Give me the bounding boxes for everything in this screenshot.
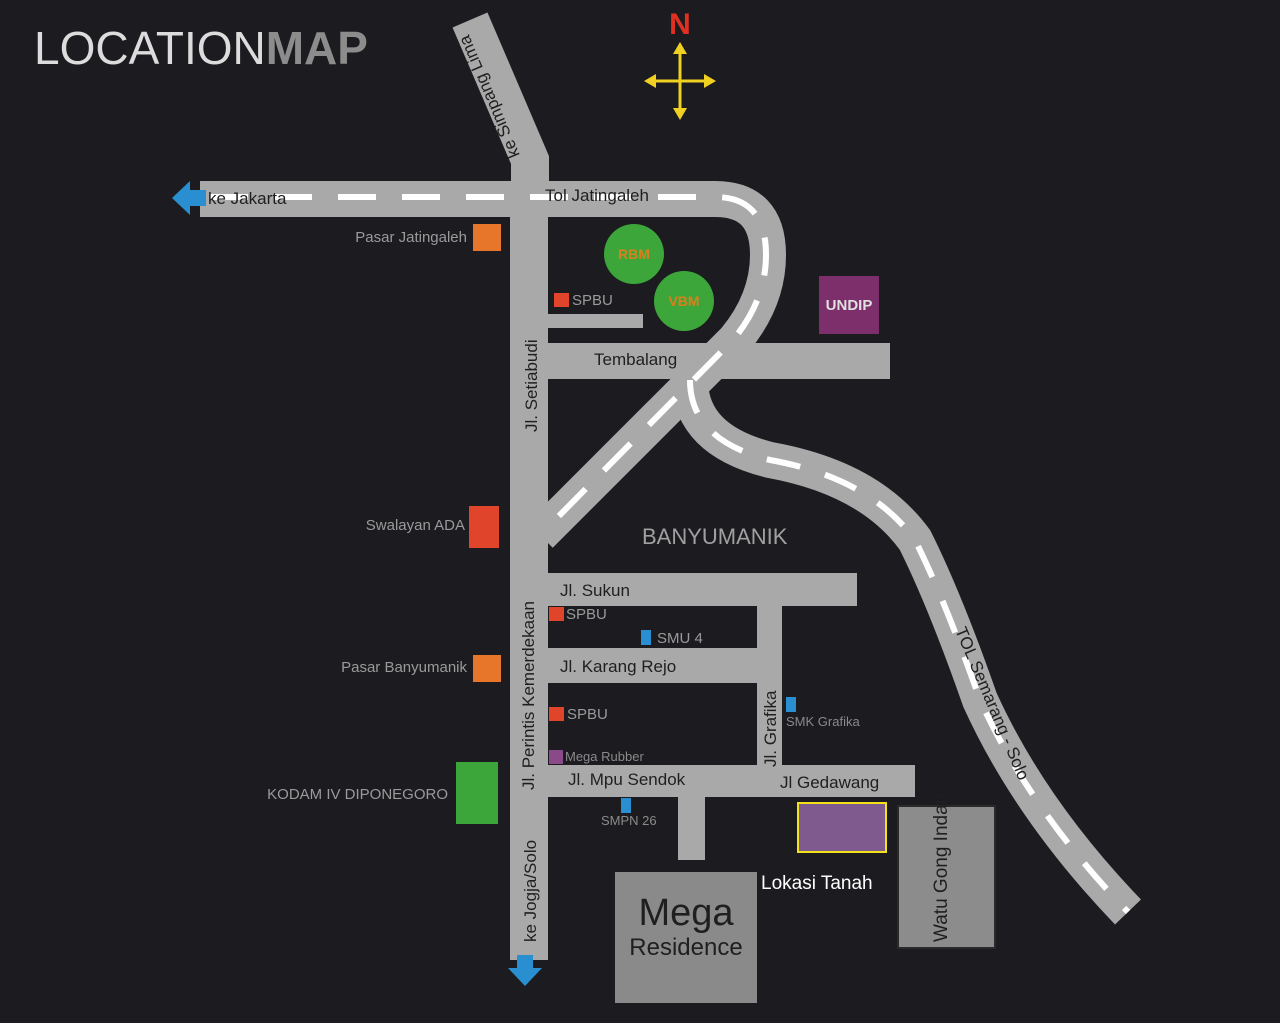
label-spbu-1: SPBU	[572, 292, 613, 309]
label-watu-gong: Watu Gong Indah	[931, 794, 952, 942]
arrow-left-icon	[172, 181, 206, 215]
road-tembalang	[548, 343, 890, 379]
compass-icon: N	[644, 8, 716, 120]
label-mpu-sendok: Jl. Mpu Sendok	[568, 770, 686, 789]
area-banyumanik: BANYUMANIK	[642, 524, 788, 549]
road-stub	[548, 314, 643, 328]
marker-spbu-2	[549, 607, 564, 621]
label-grafika: Jl. Grafika	[761, 690, 780, 767]
label-residence: Residence	[629, 934, 742, 961]
marker-smpn26	[621, 798, 631, 813]
block-mega-residence	[615, 872, 757, 1003]
marker-undip	[819, 276, 879, 334]
marker-smu4	[641, 630, 651, 645]
label-tembalang: Tembalang	[594, 350, 677, 369]
label-spbu-3: SPBU	[567, 706, 608, 723]
label-smk-grafika: SMK Grafika	[786, 714, 860, 729]
marker-spbu-3	[549, 707, 564, 721]
label-spbu-2: SPBU	[566, 606, 607, 623]
label-swalayan-ada: Swalayan ADA	[366, 517, 465, 534]
road-stub-south	[678, 797, 705, 860]
marker-pasar-jatingaleh	[473, 224, 501, 251]
marker-smk-grafika	[786, 697, 796, 712]
label-pasar-jatingaleh: Pasar Jatingaleh	[355, 229, 467, 246]
marker-spbu-1	[554, 293, 569, 307]
marker-kodam	[456, 762, 498, 824]
label-perintis: Jl. Perintis Kemerdekaan	[519, 601, 538, 790]
label-sukun: Jl. Sukun	[560, 581, 630, 600]
marker-mega-rubber	[549, 750, 563, 764]
map-title: LOCATIONMAP	[34, 22, 368, 74]
marker-rbm	[604, 224, 664, 284]
label-vbm: VBM	[668, 293, 699, 309]
svg-text:N: N	[669, 8, 691, 41]
road-sukun	[548, 573, 857, 606]
label-setiabudi: Jl. Setiabudi	[522, 339, 541, 432]
road-setiabudi	[510, 185, 548, 960]
label-undip: UNDIP	[826, 297, 873, 314]
marker-pasar-banyumanik	[473, 655, 501, 682]
label-gedawang: Jl Gedawang	[780, 773, 879, 792]
label-smpn26: SMPN 26	[601, 813, 657, 828]
label-karang-rejo: Jl. Karang Rejo	[560, 657, 676, 676]
label-lokasi-tanah: Lokasi Tanah	[761, 873, 873, 894]
road-karang-rejo	[548, 648, 757, 683]
label-smu4: SMU 4	[657, 630, 703, 647]
road-mpu-sendok	[548, 765, 915, 797]
arrow-down-icon	[508, 955, 542, 986]
block-watu-gong	[897, 805, 996, 949]
marker-lokasi-tanah[interactable]	[797, 802, 887, 853]
label-jogja-solo: ke Jogja/Solo	[521, 840, 540, 942]
label-tol-jatingaleh: Tol Jatingaleh	[545, 186, 649, 205]
marker-vbm	[654, 271, 714, 331]
label-mega-rubber: Mega Rubber	[565, 749, 644, 764]
label-rbm: RBM	[618, 246, 650, 262]
road-simpang-lima	[452, 12, 549, 190]
label-mega: Mega	[638, 892, 734, 934]
road-grafika	[757, 605, 782, 767]
label-jakarta: ke Jakarta	[208, 189, 287, 208]
marker-swalayan-ada	[469, 506, 499, 548]
label-kodam: KODAM IV DIPONEGORO	[267, 786, 448, 803]
label-pasar-banyumanik: Pasar Banyumanik	[341, 659, 467, 676]
